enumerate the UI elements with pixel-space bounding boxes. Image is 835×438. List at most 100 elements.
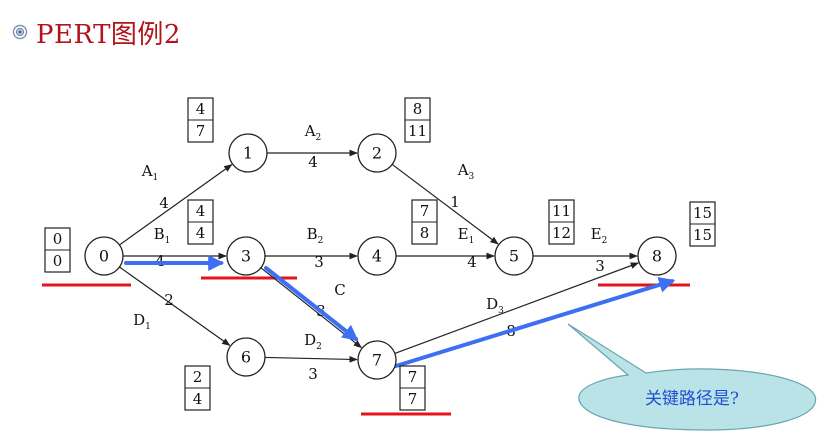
node-6: 6 <box>226 337 266 377</box>
edge-duration-2-5: 1 <box>450 193 460 211</box>
time-box-latest: 7 <box>408 390 418 408</box>
critical-path-arrow <box>394 277 676 368</box>
edge-label-4-5: E1 <box>458 225 475 246</box>
node-circle <box>637 236 677 276</box>
edge-activity-name: C <box>334 281 345 299</box>
edge-duration-5-8: 3 <box>595 257 605 275</box>
edge-activity-name: E <box>458 225 469 243</box>
edge-duration-1-2: 4 <box>308 153 318 171</box>
edge-2-5 <box>391 163 499 245</box>
edge-label-5-8: E2 <box>591 225 608 246</box>
edge-duration-0-1: 4 <box>159 194 169 212</box>
node-7: 7 <box>357 340 397 380</box>
node-5: 5 <box>494 236 534 276</box>
node-label: 3 <box>241 247 251 266</box>
time-box-latest: 7 <box>196 122 206 140</box>
edge-label-3-4: B2 <box>307 225 324 246</box>
time-box-latest: 4 <box>193 390 203 408</box>
time-box-0: 00 <box>44 227 71 273</box>
node-circle <box>226 337 266 377</box>
critical-path-arrows <box>124 255 676 368</box>
node-label: 5 <box>509 247 519 266</box>
time-box-latest: 15 <box>693 226 712 244</box>
edge-label-2-5: A3 <box>457 161 475 182</box>
edge-activity-name: E <box>591 225 602 243</box>
time-box-earliest: 4 <box>196 202 206 220</box>
node-0: 0 <box>84 236 124 276</box>
edge-label-0-1: A1 <box>141 162 159 183</box>
time-box-earliest: 7 <box>420 202 430 220</box>
node-label: 4 <box>372 247 382 266</box>
time-box-earliest: 2 <box>193 368 203 386</box>
edge-activity-name: B <box>154 225 165 243</box>
time-box-earliest: 0 <box>53 230 63 248</box>
time-box-earliest: 15 <box>693 204 712 222</box>
edge-label-7-8: D3 <box>486 295 504 316</box>
node-label: 1 <box>243 144 253 163</box>
time-box-3: 44 <box>187 199 214 245</box>
edge-activity-subscript: 3 <box>469 172 475 182</box>
edge-0-6 <box>119 266 231 346</box>
time-box-4: 78 <box>411 199 438 245</box>
time-box-earliest: 4 <box>196 100 206 118</box>
bullet-icon <box>12 24 28 40</box>
node-label: 2 <box>372 144 382 163</box>
time-box-earliest: 11 <box>552 202 571 220</box>
edge-label-3-7: C <box>334 281 345 299</box>
node-circle <box>494 236 534 276</box>
node-3: 3 <box>226 236 266 276</box>
edge-label-0-6: D1 <box>133 311 151 332</box>
node-8: 8 <box>637 236 677 276</box>
edge-activity-subscript: 1 <box>469 236 475 246</box>
node-label: 6 <box>241 348 251 367</box>
edge-duration-6-7: 3 <box>308 365 318 383</box>
slide-title: PERT图例2 <box>36 19 181 50</box>
node-label: 0 <box>99 247 109 266</box>
node-circle <box>357 236 397 276</box>
node-circle <box>228 133 268 173</box>
callout-bubble <box>567 323 817 431</box>
edge-activity-name: B <box>307 225 318 243</box>
title-row: PERT图例2 <box>12 12 181 52</box>
edge-activity-name: D <box>133 311 145 329</box>
edge-duration-0-6: 2 <box>164 291 174 309</box>
edge-activity-subscript: 2 <box>316 133 322 143</box>
edge-activity-name: D <box>486 295 498 313</box>
node-circle <box>357 340 397 380</box>
edge-7-8 <box>394 262 640 354</box>
edge-activity-name: A <box>141 162 153 180</box>
time-box-latest: 4 <box>196 224 206 242</box>
edge-activity-name: D <box>304 331 316 349</box>
time-box-2: 811 <box>404 97 431 143</box>
node-circle <box>357 133 397 173</box>
edge-0-1 <box>119 164 233 246</box>
time-box-6: 24 <box>184 365 211 411</box>
edge-activity-name: A <box>457 161 469 179</box>
node-circle <box>84 236 124 276</box>
time-box-1: 47 <box>187 97 214 143</box>
edge-activity-subscript: 3 <box>498 306 504 316</box>
time-box-earliest: 8 <box>413 100 423 118</box>
edge-activity-subscript: 2 <box>602 236 608 246</box>
callout-text: 关键路径是? <box>645 389 739 409</box>
edge-label-1-2: A2 <box>304 122 322 143</box>
node-circle <box>226 236 266 276</box>
edge-label-6-7: D2 <box>304 331 322 352</box>
time-box-latest: 0 <box>53 252 63 270</box>
edge-label-0-3: B1 <box>154 225 171 246</box>
callout: 关键路径是? <box>567 323 817 431</box>
node-label: 8 <box>652 247 662 266</box>
edge-6-7 <box>264 356 358 363</box>
time-box-latest: 11 <box>408 122 427 140</box>
edge-activity-subscript: 2 <box>316 342 322 352</box>
edges: A14A24A31B14B23E14E23C3D12D23D38 <box>119 122 640 383</box>
edge-activity-name: A <box>304 122 316 140</box>
time-box-7: 77 <box>399 365 426 411</box>
edge-duration-4-5: 4 <box>467 253 477 271</box>
edge-activity-subscript: 1 <box>145 322 151 332</box>
